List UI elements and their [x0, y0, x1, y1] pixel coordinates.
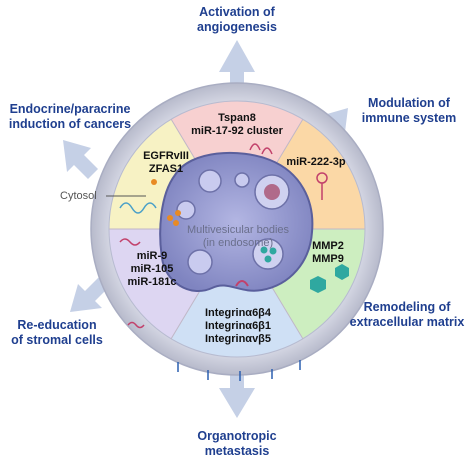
vesicle-2	[234, 172, 250, 188]
mmp-hexagon-icon-2	[335, 264, 349, 280]
label-metastasis: Organotropic metastasis	[197, 429, 277, 458]
label-mmp: MMP2 MMP9	[312, 240, 344, 265]
label-integrins: Integrinα6β4 Integrinα6β1 Integrinαvβ5	[204, 307, 272, 345]
label-extracellular-matrix: Remodeling of extracellular matrix	[349, 300, 465, 329]
membrane-receptor	[235, 280, 249, 287]
arrow-endocrine	[63, 140, 98, 179]
mmp-hexagon-icon	[310, 276, 326, 293]
label-cytosol: Cytosol	[60, 190, 97, 202]
label-multivesicular-bodies: Multivesicular bodies (in endosome)	[186, 224, 290, 249]
label-tspan8: Tspan8 miR-17-92 cluster	[191, 112, 283, 137]
label-endocrine: Endocrine/paracrine induction of cancers	[8, 102, 132, 131]
label-angiogenesis: Activation of angiogenesis	[197, 5, 277, 34]
decorations	[119, 143, 349, 381]
rna-strand-icon	[119, 238, 141, 246]
label-stromal-cells: Re-education of stromal cells	[11, 318, 103, 347]
vesicle-6	[187, 249, 213, 275]
dna-strand-icon	[119, 202, 157, 214]
vesicle-5	[176, 200, 196, 220]
label-mirs: miR-9 miR-105 miR-181c	[127, 250, 177, 288]
arrow-metastasis	[219, 372, 255, 418]
label-immune-system: Modulation of immune system	[361, 96, 457, 125]
integrin-receptors	[177, 360, 301, 381]
vesicle-cargo	[264, 184, 280, 200]
arrow-stromal-cells	[70, 277, 109, 312]
rna-strand-icon-2	[127, 321, 145, 329]
vesicle-mmp	[252, 238, 284, 270]
arrow-angiogenesis	[219, 40, 255, 88]
label-mir-222: miR-222-3p	[286, 156, 346, 168]
label-egfr: EGFRvIII ZFAS1	[143, 150, 189, 175]
cargo-dot-icon	[175, 210, 181, 216]
segment-integrins	[171, 229, 303, 358]
tspan-hairpin-icon	[249, 143, 273, 155]
vesicle-1	[198, 169, 222, 193]
multivesicular-body	[159, 151, 314, 293]
